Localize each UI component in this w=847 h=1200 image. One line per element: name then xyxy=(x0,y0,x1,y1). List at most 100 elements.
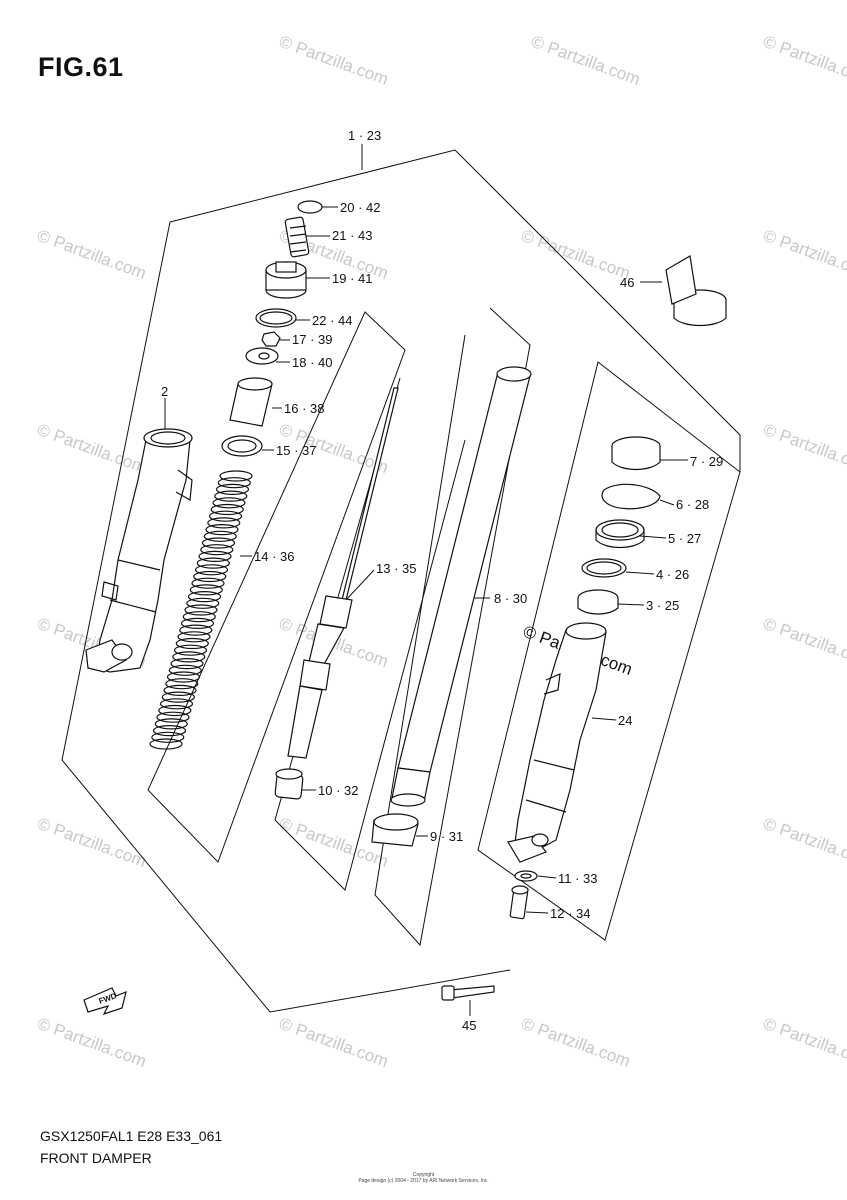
spring-coil xyxy=(217,477,251,489)
spring-coil xyxy=(172,651,206,663)
callout-1-23: 1 · 23 xyxy=(348,128,381,143)
spring-coil xyxy=(177,631,211,643)
damper-rod-13[interactable] xyxy=(287,387,399,759)
spring-coil xyxy=(161,691,195,703)
spring-coil xyxy=(203,530,237,542)
spring-coil xyxy=(201,537,236,549)
spring-coil xyxy=(173,644,208,656)
watermark-text: © Partzilla.com xyxy=(761,420,847,477)
spring-coil xyxy=(159,698,194,710)
spring-coil xyxy=(151,731,185,743)
nut-17[interactable] xyxy=(261,331,281,347)
retainer-clip-6[interactable] xyxy=(601,483,661,510)
watermark-text: © Partzilla.com xyxy=(277,32,391,89)
spring-coil xyxy=(196,557,230,569)
callout-7-29: 7 · 29 xyxy=(690,454,723,469)
washer-4[interactable] xyxy=(581,558,627,578)
watermark-text: © Partzilla.com xyxy=(35,226,149,283)
inner-tube-8[interactable] xyxy=(390,366,532,807)
watermark-text: © Partzilla.com xyxy=(35,420,149,477)
spring-coil xyxy=(215,483,250,495)
spring-coil xyxy=(158,704,192,717)
bush-10[interactable] xyxy=(274,768,304,800)
spring-coil xyxy=(212,497,246,509)
callout-18-40: 18 · 40 xyxy=(292,355,332,370)
assembly-outlines xyxy=(61,149,741,1013)
spring-coil xyxy=(198,550,232,563)
spring-coil xyxy=(163,684,197,697)
fork-spring-14[interactable] xyxy=(149,470,253,750)
callout-19-41: 19 · 41 xyxy=(332,271,372,286)
spring-coil xyxy=(189,584,223,596)
spring-coil xyxy=(165,678,199,690)
spring-coil xyxy=(219,470,253,482)
callout-16-38: 16 · 38 xyxy=(284,401,324,416)
washer-11[interactable] xyxy=(514,870,538,882)
spring-coil xyxy=(186,597,220,609)
callout-15-37: 15 · 37 xyxy=(276,443,316,458)
outer-fork-tube-right[interactable] xyxy=(507,622,607,863)
spring-coil xyxy=(187,590,222,603)
spring-coil xyxy=(191,577,225,589)
oring-20[interactable] xyxy=(297,200,323,214)
watermark-text: © Partzilla.com xyxy=(277,1014,391,1071)
oring-22[interactable] xyxy=(255,308,297,328)
spring-coil xyxy=(184,604,218,616)
callout-24: 24 xyxy=(618,713,632,728)
watermark-text: © Partzilla.com xyxy=(519,226,633,283)
bush-9[interactable] xyxy=(371,813,419,847)
spring-coil xyxy=(152,724,187,737)
callout-8-30: 8 · 30 xyxy=(494,591,527,606)
callout-12-34: 12 · 34 xyxy=(550,906,590,921)
spring-coil xyxy=(149,738,183,750)
callout-5-27: 5 · 27 xyxy=(668,531,701,546)
fork-protector-46[interactable] xyxy=(665,255,727,327)
callout-11-33: 11 · 33 xyxy=(558,871,598,886)
callout-46: 46 xyxy=(620,275,634,290)
spring-coil xyxy=(194,564,229,576)
callout-13-35: 13 · 35 xyxy=(376,561,416,576)
spring-coil xyxy=(193,570,227,583)
spacer-16[interactable] xyxy=(229,377,273,427)
callout-45: 45 xyxy=(462,1018,476,1033)
watermark-text: © Partzilla.com xyxy=(35,814,149,871)
washer-18[interactable] xyxy=(245,347,279,365)
spring-coil xyxy=(168,664,202,676)
watermark-text: © Partzilla.com xyxy=(519,1014,633,1071)
adjuster-21[interactable] xyxy=(284,216,310,258)
copyright-line-1: Copyright xyxy=(412,1172,435,1178)
spring-coil xyxy=(207,517,241,529)
right-leg-group-outline xyxy=(477,361,741,941)
outer-assembly-outline xyxy=(169,149,741,472)
watermark-text: © Partzilla.com xyxy=(761,32,847,89)
callout-10-32: 10 · 32 xyxy=(318,783,358,798)
spring-coil xyxy=(180,617,215,630)
spring-coil xyxy=(182,611,216,623)
oil-seal-5[interactable] xyxy=(595,519,645,549)
watermark-text: © Partzilla.com xyxy=(35,1014,149,1071)
outer-assembly-outline-left xyxy=(61,221,511,1013)
callout-6-28: 6 · 28 xyxy=(676,497,709,512)
spring-coil xyxy=(179,624,213,636)
seat-15[interactable] xyxy=(221,435,263,457)
outer-fork-tube-left[interactable] xyxy=(85,428,193,673)
spring-coil xyxy=(166,671,201,683)
callout-4-26: 4 · 26 xyxy=(656,567,689,582)
watermark-text: © Partzilla.com xyxy=(761,614,847,671)
cap-bolt-19[interactable] xyxy=(265,261,307,299)
callout-20-42: 20 · 42 xyxy=(340,200,380,215)
spring-coil xyxy=(205,523,239,536)
bolt-45[interactable] xyxy=(441,985,495,1001)
callout-21-43: 21 · 43 xyxy=(332,228,372,243)
callout-9-31: 9 · 31 xyxy=(430,829,463,844)
spring-coil xyxy=(156,711,190,723)
fwd-arrow-icon: FWD xyxy=(83,987,127,1016)
callout-17-39: 17 · 39 xyxy=(292,332,332,347)
model-code: GSX1250FAL1 E28 E33_061 xyxy=(40,1128,223,1144)
spring-coil xyxy=(214,490,248,502)
watermark-text: © Partzilla.com xyxy=(761,814,847,871)
bush-3[interactable] xyxy=(577,589,619,615)
bolt-12[interactable] xyxy=(509,885,529,920)
dust-seal-7[interactable] xyxy=(611,436,661,471)
